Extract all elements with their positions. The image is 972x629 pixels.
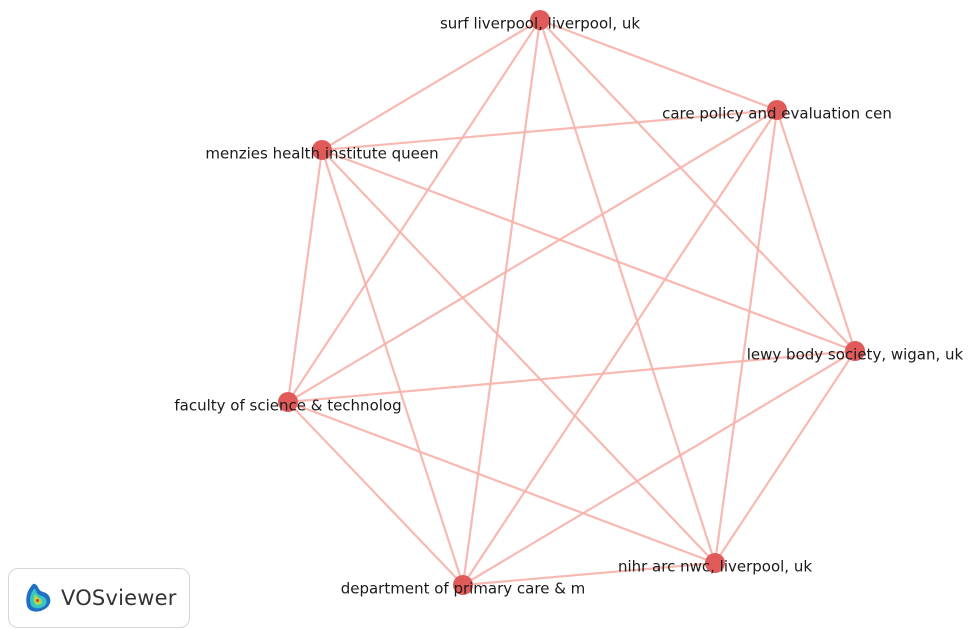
edge-surf-lewy xyxy=(539,19,856,352)
node-nihr[interactable] xyxy=(705,553,725,573)
node-care[interactable] xyxy=(767,100,787,120)
node-label-menzies[interactable]: menzies health institute queen xyxy=(205,145,438,163)
edge-nihr-primary xyxy=(462,561,716,587)
edge-lewy-faculty xyxy=(287,349,856,404)
node-surf[interactable] xyxy=(530,10,550,30)
vosviewer-brand-badge[interactable]: VOSviewer xyxy=(8,568,190,628)
edge-faculty-nihr xyxy=(287,400,716,565)
edge-care-primary xyxy=(462,109,778,586)
edge-surf-care xyxy=(539,18,778,112)
labels-layer: surf liverpool, liverpool, uk care policy… xyxy=(174,15,963,598)
edge-faculty-primary xyxy=(287,401,464,586)
edge-lewy-primary xyxy=(462,350,856,586)
edge-menzies-faculty xyxy=(286,149,324,403)
node-label-lewy[interactable]: lewy body society, wigan, uk xyxy=(747,346,964,364)
edge-care-nihr xyxy=(713,109,779,564)
edge-menzies-nihr xyxy=(321,149,716,564)
node-menzies[interactable] xyxy=(312,140,332,160)
node-label-surf[interactable]: surf liverpool, liverpool, uk xyxy=(440,15,640,33)
edge-lewy-nihr xyxy=(714,350,856,564)
node-faculty[interactable] xyxy=(278,392,298,412)
node-label-primary[interactable]: department of primary care & m xyxy=(341,580,586,598)
node-lewy[interactable] xyxy=(845,341,865,361)
edge-menzies-primary xyxy=(320,149,465,586)
vosviewer-logo-icon xyxy=(23,582,53,614)
edge-surf-menzies xyxy=(321,19,541,151)
node-label-nihr[interactable]: nihr arc nwc, liverpool, uk xyxy=(618,558,812,576)
edge-menzies-lewy xyxy=(321,148,856,353)
node-label-care[interactable]: care policy and evaluation cen xyxy=(662,105,892,123)
edge-surf-nihr xyxy=(538,19,717,564)
edge-care-faculty xyxy=(287,109,778,403)
node-label-faculty[interactable]: faculty of science & technolog xyxy=(174,397,401,415)
edge-care-lewy xyxy=(775,109,857,352)
edges-layer xyxy=(286,18,857,587)
edge-surf-faculty xyxy=(287,19,541,403)
edge-care-menzies xyxy=(321,108,778,152)
node-primary[interactable] xyxy=(453,575,473,595)
vosviewer-brand-name: VOSviewer xyxy=(61,586,177,610)
edge-surf-primary xyxy=(461,19,542,586)
nodes-layer xyxy=(278,10,865,595)
